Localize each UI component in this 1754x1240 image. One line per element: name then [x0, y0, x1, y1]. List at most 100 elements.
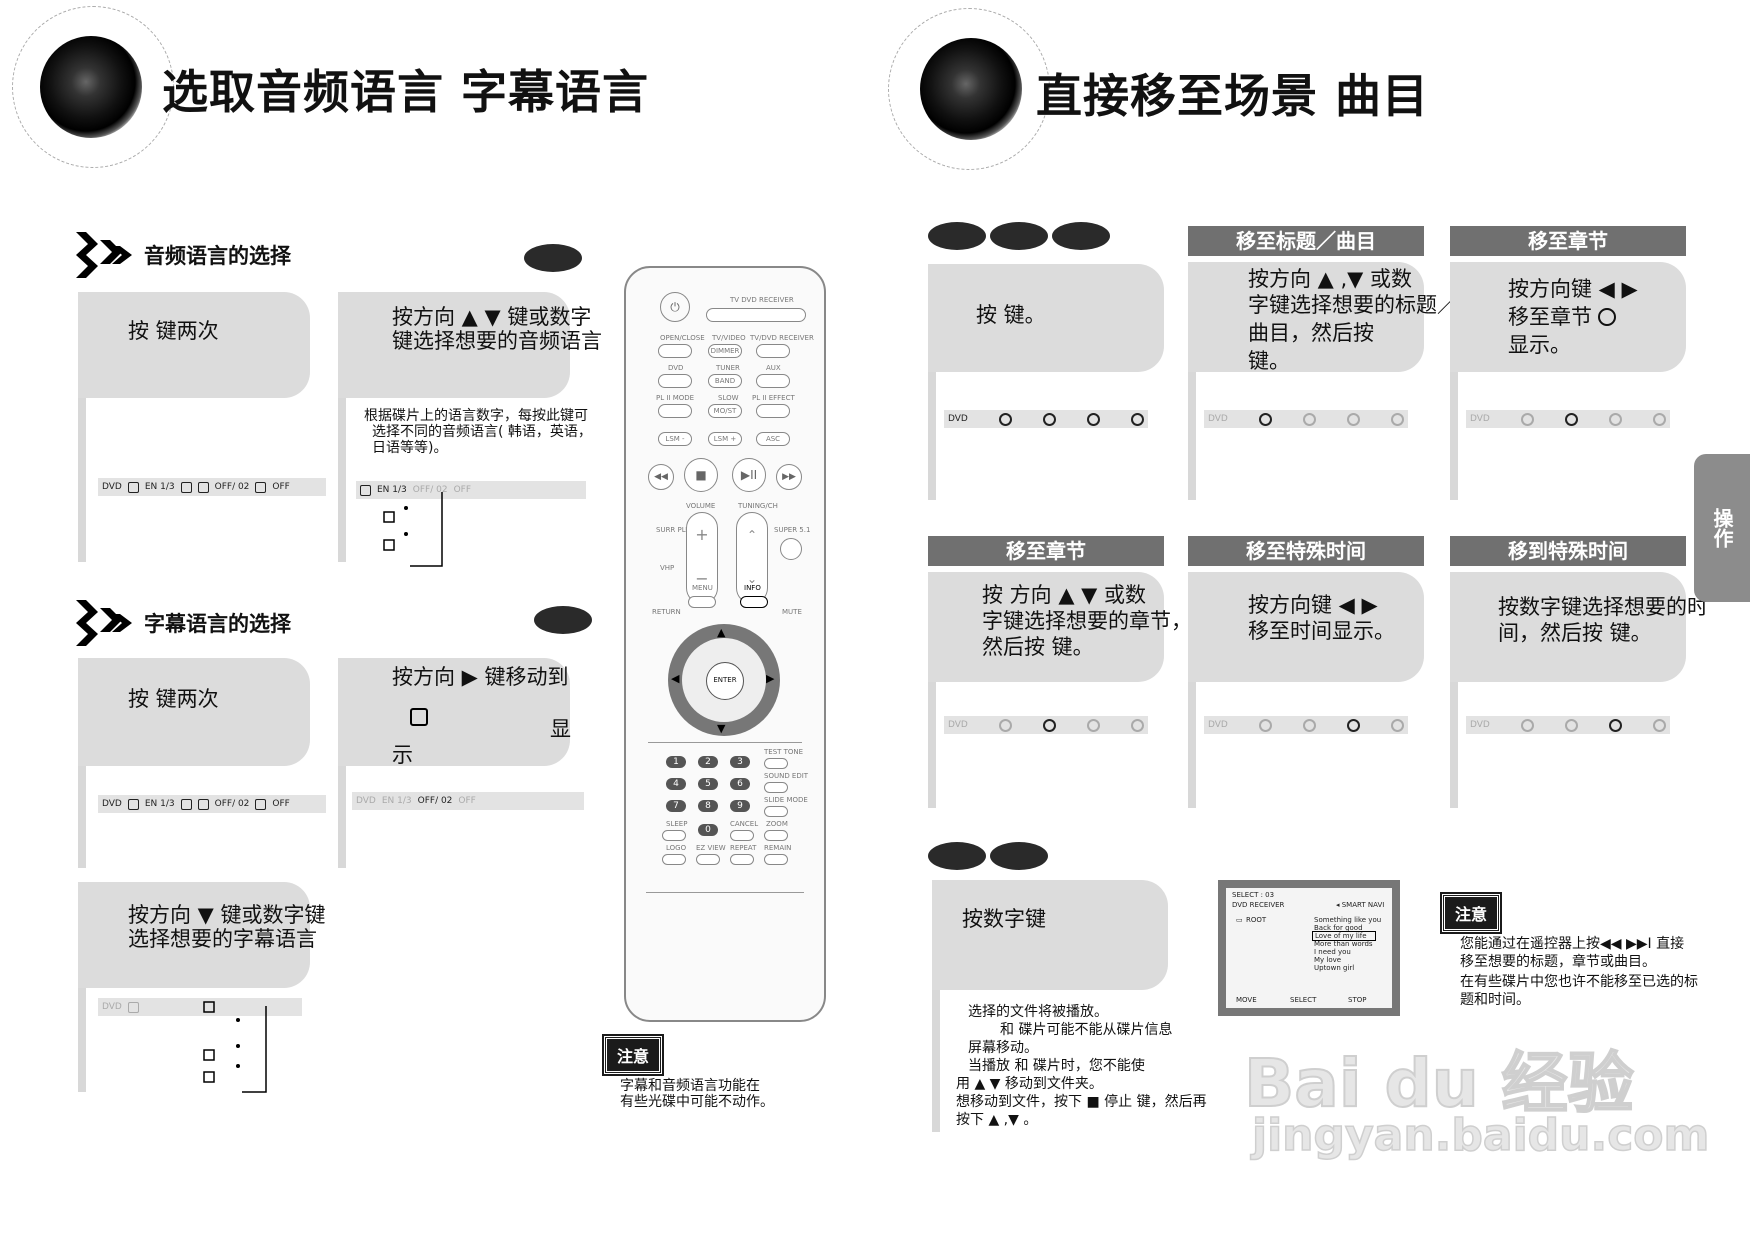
slide-mode-label: SLIDE MODE — [764, 796, 808, 804]
return-label: RETURN — [652, 608, 681, 616]
dimmer-button[interactable]: DIMMER — [708, 344, 742, 358]
surr-plus-label: SURR PLUS — [656, 526, 695, 534]
rt-title-line3: 曲目，然后按 — [1248, 321, 1374, 345]
rm-box1-line2: 字键选择想要的章节， — [982, 609, 1192, 633]
skip-back-button[interactable]: ◀◀ — [648, 464, 674, 490]
num-button-9[interactable]: 9 — [730, 800, 750, 812]
vhp-label: VHP — [660, 564, 675, 572]
open-close-button[interactable] — [658, 344, 692, 358]
chapter-header: 移至章节 — [1450, 226, 1686, 256]
num-button-7[interactable]: 7 — [666, 800, 686, 812]
rm-box2-rail — [1188, 572, 1196, 808]
right-note-line2: 移至想要的标题，章节或曲目。 — [1460, 954, 1656, 970]
pl2-effect-button[interactable] — [756, 404, 790, 418]
aux-label: AUX — [766, 364, 781, 372]
num-button-2[interactable]: 2 — [698, 756, 718, 768]
rb-note-line4: 当播放 和 碟片时，您不能使 — [968, 1058, 1145, 1074]
screen-track-3[interactable]: Love of my life — [1312, 931, 1376, 941]
screen-track-1[interactable]: Something like you — [1314, 916, 1382, 924]
num-button-1[interactable]: 1 — [666, 756, 686, 768]
remain-button[interactable] — [764, 854, 788, 865]
sound-edit-button[interactable] — [764, 782, 788, 793]
menu-button[interactable] — [688, 596, 716, 608]
right-note-label: 注意 — [1439, 892, 1503, 934]
num-button-3[interactable]: 3 — [730, 756, 750, 768]
aux-button[interactable] — [756, 374, 790, 388]
play-pause-button[interactable]: ▶II — [732, 458, 766, 492]
right-arrow-icon[interactable]: ▶ — [766, 672, 775, 685]
sleep-button[interactable] — [662, 830, 686, 841]
pl2-mode-label: PL II MODE — [656, 394, 695, 402]
double-arrow-icon — [76, 232, 132, 278]
num-button-0[interactable]: 0 — [698, 824, 718, 836]
left-note-line1: 字幕和音频语言功能在 — [620, 1078, 760, 1094]
screen-track-2[interactable]: Back for good — [1314, 924, 1363, 932]
screen-track-5[interactable]: I need you — [1314, 948, 1351, 956]
operation-side-tab[interactable]: 操作 — [1694, 454, 1750, 602]
rm-box2 — [1188, 572, 1424, 682]
speaker-icon-right — [920, 38, 1022, 140]
rt-title-box — [1188, 262, 1424, 372]
num-button-8[interactable]: 8 — [698, 800, 718, 812]
screen-track-6[interactable]: My love — [1314, 956, 1342, 964]
mute-label: MUTE — [782, 608, 802, 616]
up-arrow-icon[interactable]: ▲ — [717, 626, 726, 639]
rm-box3-line1: 按数字键选择想要的时 — [1498, 595, 1708, 619]
band-button[interactable]: BAND — [708, 374, 742, 388]
mo-st-button[interactable]: MO/ST — [708, 404, 742, 418]
remain-label: REMAIN — [764, 844, 792, 852]
num-button-4[interactable]: 4 — [666, 778, 686, 790]
skip-forward-button[interactable]: ▶▶ — [776, 464, 802, 490]
tv-dvd-label: TV DVD RECEIVER — [730, 296, 794, 304]
pl2-mode-button[interactable] — [658, 404, 692, 418]
down-arrow-icon[interactable]: ▼ — [717, 722, 726, 735]
audio-section-heading: 音频语言的选择 — [144, 244, 291, 268]
dvd-button[interactable] — [658, 374, 692, 388]
slide-mode-button[interactable] — [764, 806, 788, 817]
screen-track-4[interactable]: More than words — [1314, 940, 1373, 948]
chapter-header-2: 移至章节 — [928, 536, 1164, 566]
volume-rocker[interactable]: +− — [686, 512, 718, 604]
audio-step2-line2: 键选择想要的音频语言 — [392, 329, 602, 353]
pl2-effect-label: PL II EFFECT — [752, 394, 795, 402]
asc-button[interactable]: ASC — [756, 432, 790, 446]
screen-track-7[interactable]: Uptown girl — [1314, 964, 1355, 972]
logo-button[interactable] — [662, 854, 686, 865]
screen-inner: SELECT : 03 DVD RECEIVER ◂ SMART NAVI ▭ … — [1226, 888, 1392, 1008]
rt-title-rail — [1188, 262, 1196, 500]
num-button-5[interactable]: 5 — [698, 778, 718, 790]
sub-step3-line2: 选择想要的字幕语言 — [128, 927, 317, 951]
remote-control: ⏻ TV DVD RECEIVER OPEN/CLOSE TV/VIDEO TV… — [624, 266, 826, 1022]
sub-step1-box — [78, 658, 310, 766]
special-time-header: 移至特殊时间 — [1188, 536, 1424, 566]
disc-type-pill-5 — [990, 842, 1048, 870]
chapter-icon — [1598, 308, 1616, 326]
rb-step-box — [932, 880, 1168, 990]
repeat-button[interactable] — [730, 854, 754, 865]
power-button[interactable]: ⏻ — [660, 292, 690, 322]
rb-note-line7: 按下 ▲ ,▼ 。 — [956, 1112, 1038, 1128]
left-arrow-icon[interactable]: ◀ — [671, 672, 680, 685]
tuning-rocker[interactable]: ⌃⌄ — [736, 512, 768, 604]
info-button[interactable] — [740, 596, 768, 608]
enter-button[interactable]: ENTER — [706, 662, 744, 700]
audio-icon — [127, 481, 139, 493]
tv-dvd-toggle[interactable] — [706, 308, 806, 322]
left-note-label: 注意 — [601, 1034, 665, 1076]
tv-dvd-receiver-button[interactable] — [756, 344, 790, 358]
rt-step1-rail — [928, 264, 936, 500]
stop-button[interactable]: ■ — [684, 458, 718, 492]
audio-cycle-diagram — [383, 492, 443, 567]
super51-button[interactable] — [780, 538, 802, 560]
repeat-label: REPEAT — [730, 844, 757, 852]
test-tone-button[interactable] — [764, 758, 788, 769]
lsm-minus-button[interactable]: LSM - — [658, 432, 692, 446]
lsm-plus-button[interactable]: LSM + — [708, 432, 742, 446]
cancel-button[interactable] — [730, 830, 754, 841]
ez-view-button[interactable] — [696, 854, 720, 865]
baidu-watermark-brand: Bai du 经验 — [1243, 1044, 1635, 1123]
zoom-button[interactable] — [764, 830, 788, 841]
right-note-line4: 题和时间。 — [1460, 992, 1530, 1008]
num-button-6[interactable]: 6 — [730, 778, 750, 790]
